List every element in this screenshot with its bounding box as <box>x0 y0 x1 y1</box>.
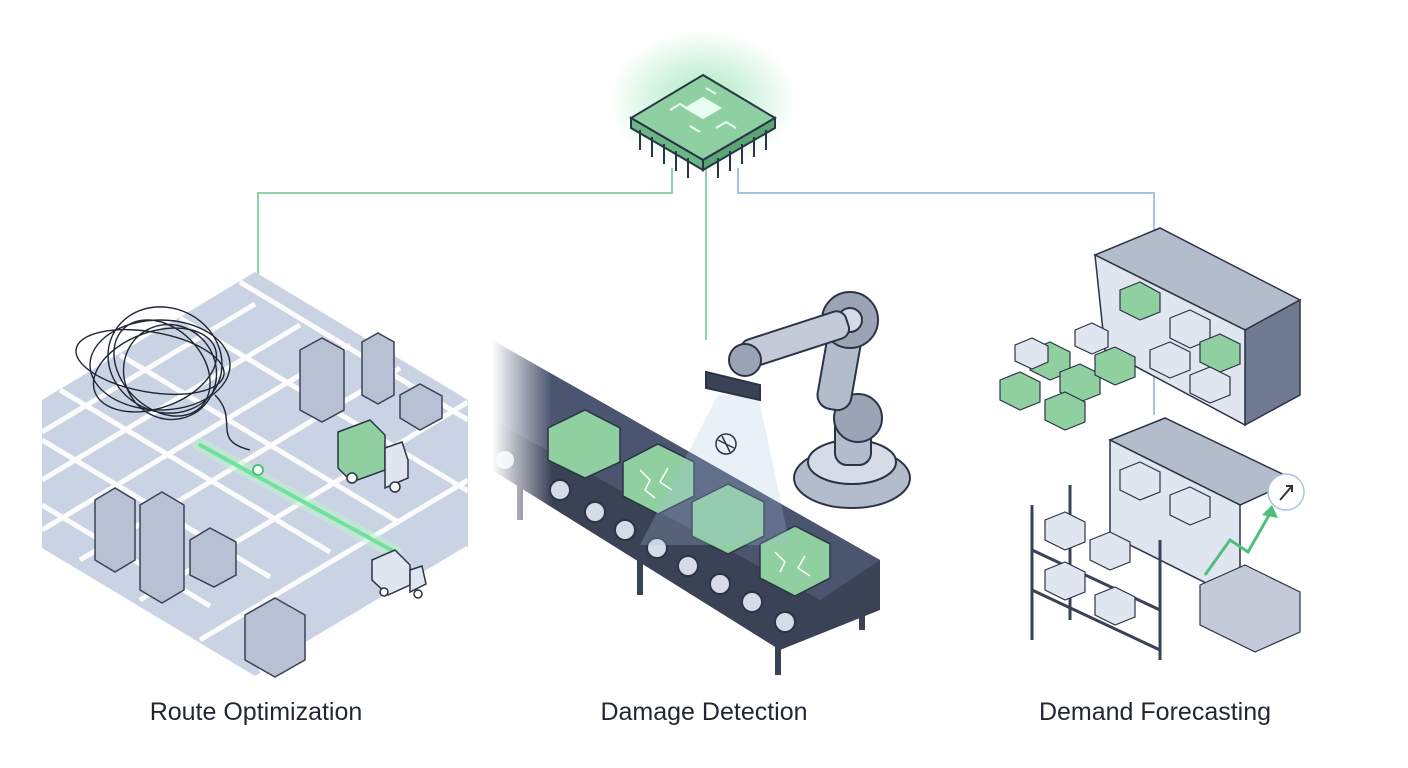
conveyor-belt-icon <box>492 291 911 675</box>
package-boxes <box>547 409 831 597</box>
scan-beam <box>640 395 790 545</box>
city-grid-icon <box>40 272 470 678</box>
camera-scanner-icon <box>715 433 737 455</box>
ai-chip-icon <box>608 30 798 178</box>
inventory-pile <box>999 322 1136 431</box>
robotic-arm-icon <box>705 291 911 509</box>
route-optimization-label: Route Optimization <box>149 698 363 726</box>
tangled-path-icon <box>75 306 251 451</box>
warehouse-shelf-icon <box>999 227 1305 660</box>
optimized-route-path <box>193 438 402 559</box>
damage-detection-label: Damage Detection <box>600 698 808 726</box>
trend-arrow-icon <box>1203 473 1305 576</box>
delivery-truck-icon <box>371 549 427 599</box>
delivery-truck-icon <box>337 419 409 493</box>
demand-forecasting-label: Demand Forecasting <box>1038 698 1272 726</box>
